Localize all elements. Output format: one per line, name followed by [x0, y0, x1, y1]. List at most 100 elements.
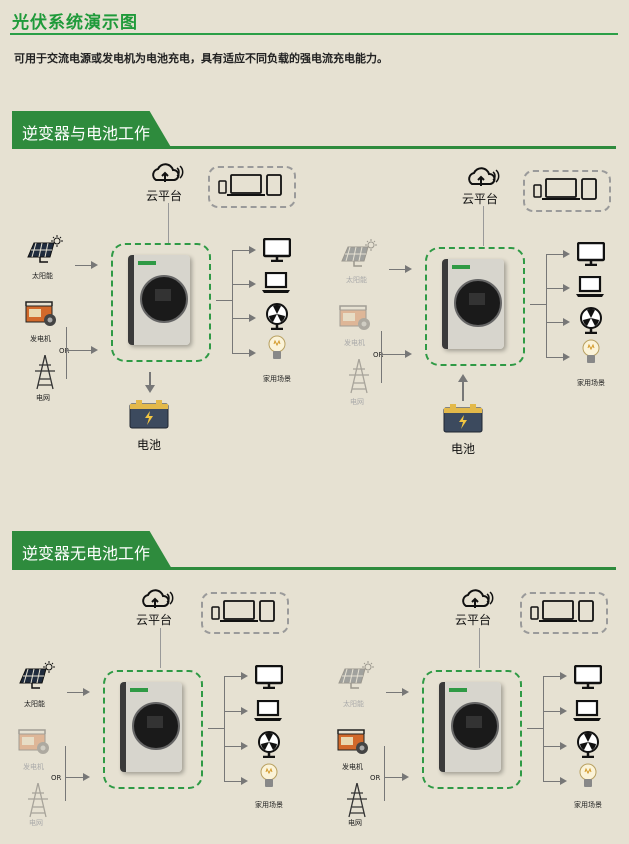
connector-line — [232, 250, 233, 353]
solar-panel-icon — [27, 235, 64, 263]
section-tab-no-battery: 逆变器无电池工作 — [12, 531, 172, 569]
cloud-platform-icon — [468, 167, 500, 187]
generator-label: 发电机 — [23, 763, 44, 771]
home-label: 家用场景 — [263, 375, 291, 383]
fan-icon — [576, 731, 600, 758]
section-title: 逆变器无电池工作 — [22, 544, 151, 563]
arrow-right-icon — [563, 250, 570, 258]
arrow-right-icon — [83, 688, 90, 696]
devices-icon — [218, 174, 282, 196]
arrow-right-icon — [560, 742, 567, 750]
arrow-right-icon — [402, 688, 409, 696]
connector-line — [66, 350, 92, 351]
section-rule — [12, 146, 616, 149]
battery-icon — [443, 403, 483, 433]
connector-line — [66, 327, 67, 379]
grid-pylon-icon — [346, 783, 368, 818]
cloud-label: 云平台 — [462, 192, 499, 206]
laptop-icon — [254, 700, 282, 722]
inverter-box — [425, 247, 525, 366]
grid-label: 电网 — [350, 398, 364, 406]
connector-line — [216, 300, 232, 301]
home-label: 家用场景 — [577, 379, 605, 387]
cloud-platform-icon — [462, 589, 494, 609]
solar-panel-icon — [19, 661, 56, 689]
title-rule — [10, 33, 618, 35]
inverter-box — [103, 670, 203, 789]
monitor-icon — [255, 665, 283, 689]
arrow-right-icon — [241, 707, 248, 715]
generator-label: 发电机 — [344, 339, 365, 347]
arrow-down-icon — [145, 385, 155, 393]
generator-icon — [25, 301, 57, 327]
or-label: OR — [373, 351, 384, 359]
connector-line — [149, 372, 151, 386]
monitor-icon — [577, 242, 605, 266]
fan-icon — [265, 303, 289, 330]
arrow-right-icon — [91, 261, 98, 269]
solar-panel-icon — [341, 239, 378, 267]
cloud-platform-icon — [152, 163, 184, 183]
laptop-icon — [576, 276, 604, 298]
solar-label: 太阳能 — [346, 276, 367, 284]
or-label: OR — [51, 774, 62, 782]
solar-panel-icon — [338, 661, 375, 689]
home-label: 家用场景 — [574, 801, 602, 809]
devices-box — [520, 592, 608, 634]
connector-line — [483, 206, 484, 246]
arrow-right-icon — [241, 672, 248, 680]
battery-label: 电池 — [451, 442, 476, 456]
laptop-icon — [573, 700, 601, 722]
cloud-label: 云平台 — [136, 613, 173, 627]
cloud-label: 云平台 — [146, 189, 183, 203]
inverter-box — [422, 670, 522, 789]
arrow-right-icon — [249, 246, 256, 254]
grid-label: 电网 — [348, 819, 362, 827]
laptop-icon — [262, 272, 290, 294]
page-title: 光伏系统演示图 — [12, 13, 138, 33]
inverter-device — [442, 259, 504, 349]
arrow-right-icon — [560, 707, 567, 715]
light-bulb-icon — [582, 339, 600, 364]
connector-line — [75, 265, 92, 266]
grid-label: 电网 — [29, 819, 43, 827]
page-subtitle: 可用于交流电源或发电机为电池充电，具有适应不同负载的强电流充电能力。 — [14, 52, 388, 65]
solar-label: 太阳能 — [24, 700, 45, 708]
home-label: 家用场景 — [255, 801, 283, 809]
inverter-device — [128, 255, 190, 345]
monitor-icon — [263, 238, 291, 262]
inverter-box — [111, 243, 211, 362]
arrow-right-icon — [83, 773, 90, 781]
devices-box — [201, 592, 289, 634]
cloud-platform-icon — [142, 589, 174, 609]
arrow-right-icon — [560, 672, 567, 680]
arrow-right-icon — [563, 353, 570, 361]
cloud-label: 云平台 — [455, 613, 492, 627]
monitor-icon — [574, 665, 602, 689]
arrow-right-icon — [241, 777, 248, 785]
section-rule — [12, 567, 616, 570]
or-label: OR — [59, 347, 70, 355]
light-bulb-icon — [579, 763, 597, 788]
arrow-right-icon — [249, 280, 256, 288]
generator-icon — [337, 729, 369, 755]
battery-icon — [129, 399, 169, 429]
light-bulb-icon — [260, 763, 278, 788]
arrow-right-icon — [560, 777, 567, 785]
inverter-device — [439, 682, 501, 772]
grid-label: 电网 — [36, 394, 50, 402]
devices-icon — [211, 600, 275, 622]
section-tab-with-battery: 逆变器与电池工作 — [12, 111, 172, 149]
grid-pylon-icon — [34, 355, 56, 390]
arrow-right-icon — [405, 265, 412, 273]
generator-label: 发电机 — [30, 335, 51, 343]
solar-label: 太阳能 — [343, 700, 364, 708]
or-label: OR — [370, 774, 381, 782]
connector-line — [168, 203, 169, 243]
arrow-right-icon — [249, 314, 256, 322]
arrow-right-icon — [241, 742, 248, 750]
light-bulb-icon — [268, 335, 286, 360]
arrow-right-icon — [402, 773, 409, 781]
arrow-right-icon — [249, 349, 256, 357]
grid-pylon-icon — [27, 783, 49, 818]
